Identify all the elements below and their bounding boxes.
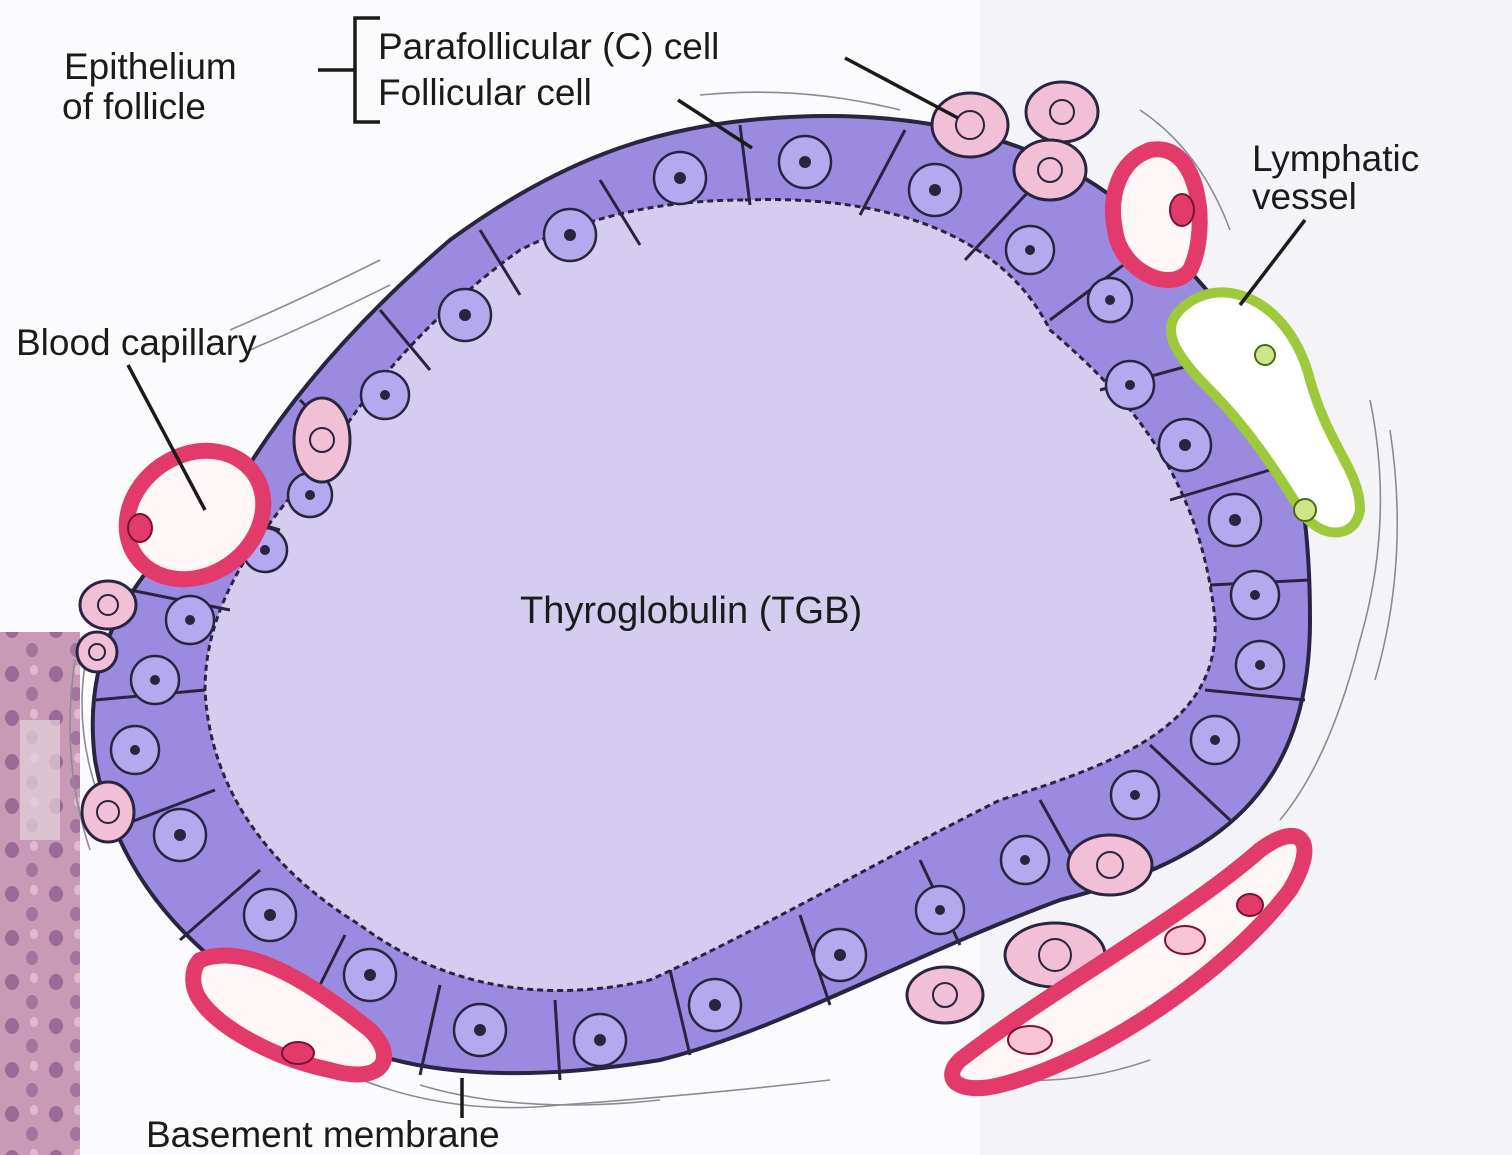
thyroglobulin-label: Thyroglobulin (TGB) <box>520 590 862 632</box>
epithelium-label-line1: Epithelium <box>64 46 237 88</box>
epithelium-label-line2: of follicle <box>62 86 206 128</box>
follicular-label: Follicular cell <box>378 72 592 114</box>
lymphatic-label-line2: vessel <box>1252 176 1357 218</box>
histology-inset <box>0 632 80 1155</box>
parafollicular-label: Parafollicular (C) cell <box>378 26 719 68</box>
lymphatic-label-line1: Lymphatic <box>1252 138 1419 180</box>
blood-capillary-label: Blood capillary <box>16 322 257 364</box>
histology-lumen <box>20 720 60 840</box>
basement-membrane-label: Basement membrane <box>146 1114 500 1155</box>
